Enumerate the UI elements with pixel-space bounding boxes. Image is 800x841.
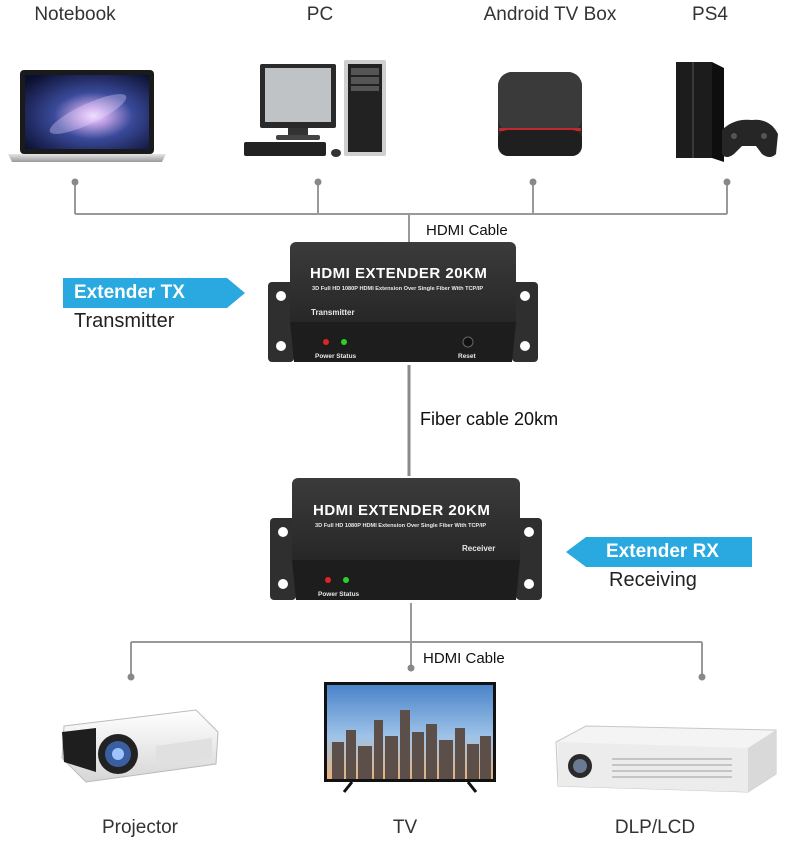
tx-role-text: Transmitter	[311, 308, 355, 317]
tx-badge: Extender TX	[74, 282, 185, 303]
tx-model-text: EXTENDER 20KM	[355, 265, 488, 282]
projector-icon	[61, 709, 219, 783]
notebook-icon	[8, 70, 166, 162]
rx-badge: Extender RX	[606, 541, 719, 562]
notebook-dot	[71, 178, 79, 186]
android-tv-box-icon	[498, 72, 582, 156]
dlp-lcd-icon	[555, 725, 777, 793]
rx-badge-arrow	[566, 537, 752, 567]
tx-power-status-label: Power Status	[315, 353, 357, 360]
rx-role-text: Receiver	[462, 544, 496, 553]
transmitter-box	[268, 242, 538, 362]
dlp-dot	[698, 673, 706, 681]
pc-label: PC	[306, 4, 334, 25]
tvbox-dot	[529, 178, 537, 186]
tx-brand-text: HDMI	[310, 265, 351, 282]
bottom-hdmi-cable-label: HDMI Cable	[423, 650, 505, 667]
tv-dot	[407, 664, 415, 672]
tv-label: TV	[392, 817, 418, 838]
ps4-label: PS4	[692, 4, 728, 25]
rx-spec-text: 3D Full HD 1080P HDMI Extension Over Sin…	[315, 523, 487, 529]
fiber-cable-label: Fiber cable 20km	[420, 409, 559, 429]
ps4-icon	[676, 62, 778, 162]
projector-dot	[127, 673, 135, 681]
receiver-box	[270, 478, 542, 600]
rx-brand-text: HDMI	[313, 502, 354, 519]
projector-label: Projector	[101, 817, 179, 838]
tx-badge-arrow	[63, 278, 245, 308]
rx-power-status-label: Power Status	[318, 591, 360, 598]
dlp-lcd-label: DLP/LCD	[614, 817, 696, 838]
android-tv-box-label: Android TV Box	[483, 4, 617, 25]
rx-brand-logo: HDMI EXTENDER 20KM	[313, 502, 490, 519]
tx-brand-logo: HDMI EXTENDER 20KM	[310, 265, 487, 282]
pc-icon	[244, 60, 386, 157]
rx-model-text: EXTENDER 20KM	[358, 502, 491, 519]
ps4-dot	[723, 178, 731, 186]
top-hdmi-cable-label: HDMI Cable	[426, 222, 508, 239]
tx-subtitle: Transmitter	[74, 310, 175, 332]
tx-reset-label: Reset	[458, 353, 476, 360]
pc-dot	[314, 178, 322, 186]
tx-spec-text: 3D Full HD 1080P HDMI Extension Over Sin…	[312, 286, 484, 292]
tv-icon	[324, 682, 496, 793]
rx-subtitle: Receiving	[609, 569, 697, 591]
notebook-label: Notebook	[34, 4, 116, 25]
